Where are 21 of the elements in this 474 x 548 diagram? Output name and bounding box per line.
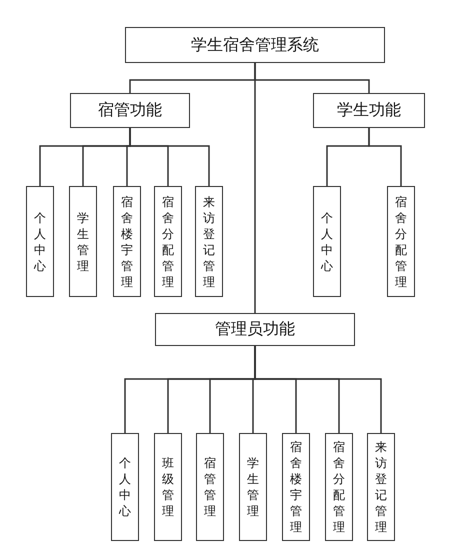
category-box: 宿管功能 <box>70 93 190 128</box>
function-box: 宿管管理 <box>196 433 224 541</box>
function-box: 学生管理 <box>69 186 97 297</box>
connector-line <box>129 128 210 186</box>
function-box: 班级管理 <box>154 433 182 541</box>
function-box: 个人中心 <box>111 433 139 541</box>
function-box: 个人中心 <box>26 186 54 297</box>
function-box: 宿舍分配管理 <box>154 186 182 297</box>
function-box: 宿舍分配管理 <box>325 433 353 541</box>
connector-line <box>254 63 256 313</box>
function-box: 来访登记管理 <box>367 433 395 541</box>
function-box: 学生管理 <box>239 433 267 541</box>
connector-line <box>368 128 402 186</box>
function-box: 个人中心 <box>313 186 341 297</box>
function-box: 宿舍楼宇管理 <box>282 433 310 541</box>
category-box: 学生功能 <box>313 93 425 128</box>
function-box: 来访登记管理 <box>195 186 223 297</box>
function-box: 宿舍楼宇管理 <box>113 186 141 297</box>
category-box: 管理员功能 <box>155 313 355 346</box>
function-box: 宿舍分配管理 <box>387 186 415 297</box>
title-box: 学生宿舍管理系统 <box>125 27 385 63</box>
